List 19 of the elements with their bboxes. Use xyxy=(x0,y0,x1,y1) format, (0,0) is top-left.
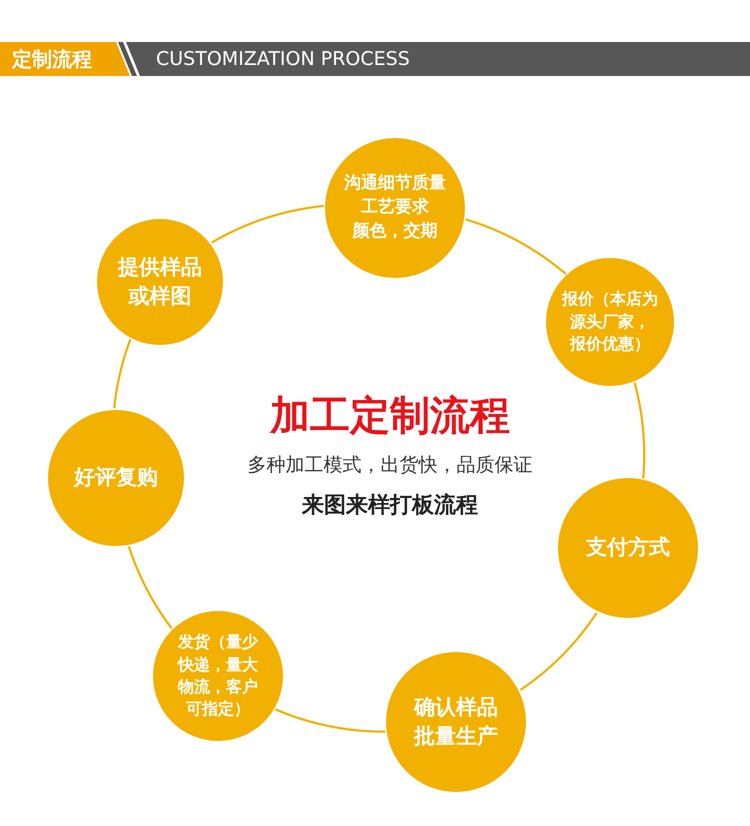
connector-arc xyxy=(211,204,324,244)
header-subtitle: CUSTOMIZATION PROCESS xyxy=(156,48,410,70)
step-text: 发货（量少快递，量大物流，客户可指定） xyxy=(176,631,260,720)
step-text: 确认样品批量生产 xyxy=(412,694,499,750)
connector-arc xyxy=(633,382,646,479)
connector-arc xyxy=(520,612,598,691)
center-subtitle: 多种加工模式，出货快，品质保证 xyxy=(248,453,532,478)
center-caption: 来图来样打板流程 xyxy=(302,492,478,520)
step-text: 沟通细节质量工艺要求颜色，交期 xyxy=(343,172,447,243)
center-title: 加工定制流程 xyxy=(270,392,510,441)
header-title: 定制流程 xyxy=(12,46,92,73)
connector-arc xyxy=(128,546,173,630)
step-text: 好评复购 xyxy=(72,464,159,492)
connector-arc xyxy=(465,218,566,275)
step-text: 报价（本店为源头厂家，报价优惠） xyxy=(560,288,659,356)
connector-arc xyxy=(113,339,132,408)
step-text: 支付方式 xyxy=(584,534,671,562)
connector-arc xyxy=(274,708,386,733)
step-text: 提供样品或样图 xyxy=(116,254,203,310)
